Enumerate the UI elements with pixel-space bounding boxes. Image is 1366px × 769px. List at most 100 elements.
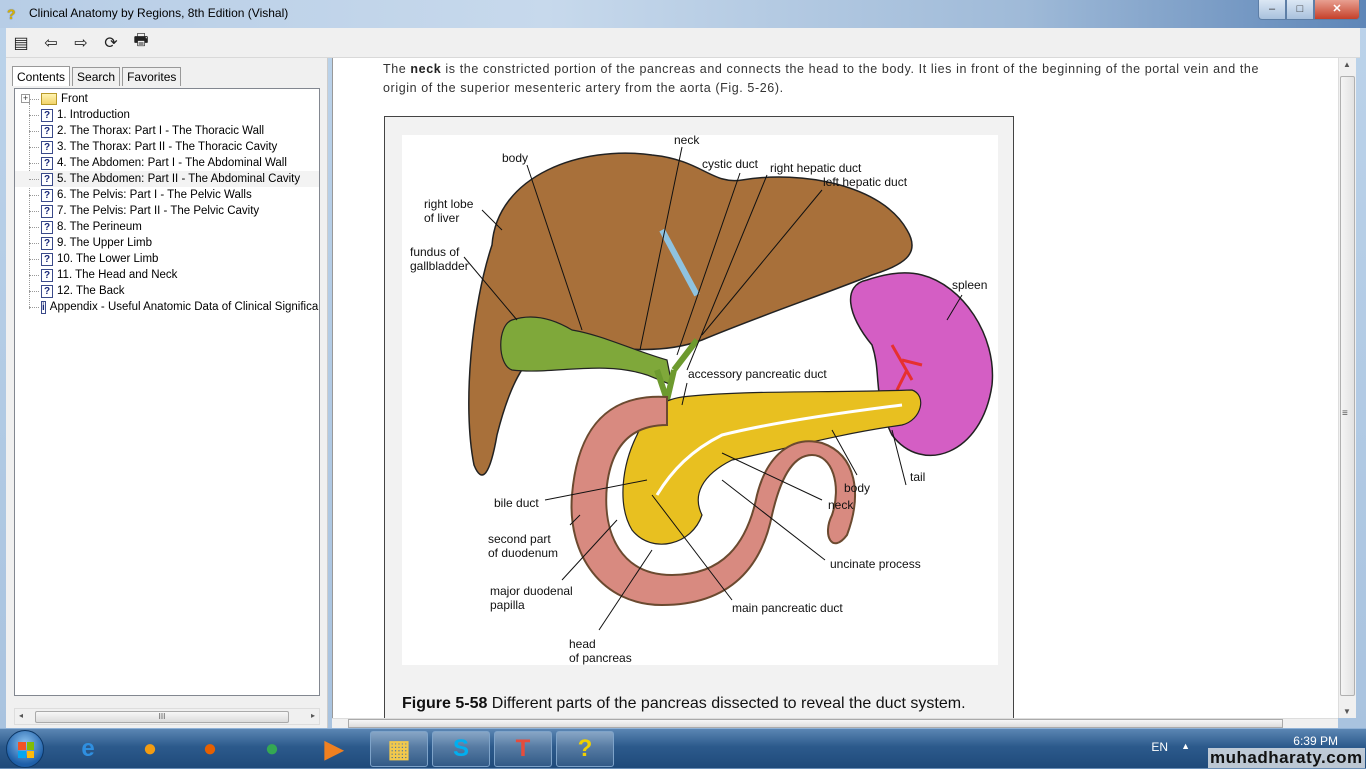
pancreas-anatomy-illustration: neck body cystic duct right hepatic duct… xyxy=(402,133,998,665)
taskbar-file-explorer[interactable]: ▦ xyxy=(370,731,428,767)
refresh-icon: ⟳ xyxy=(104,34,118,52)
scrollbar-thumb[interactable]: III xyxy=(35,711,289,723)
help-page-icon: ? xyxy=(41,108,53,122)
leader-lines xyxy=(463,146,963,631)
figure-number: Figure 5-58 xyxy=(402,695,488,712)
label-head-of-pancreas: head of pancreas xyxy=(569,637,632,665)
windows-media-player-icon: ▶ xyxy=(324,735,344,763)
toolbar: ▤ ⇦ ⇨ ⟳ 🖶 xyxy=(6,28,1360,58)
minimize-button[interactable]: – xyxy=(1258,0,1286,20)
tree-item-label: 10. The Lower Limb xyxy=(57,253,159,265)
help-viewer-window: ? Clinical Anatomy by Regions, 8th Editi… xyxy=(0,0,1366,728)
tree-item[interactable]: ? 12. The Back xyxy=(15,283,319,299)
scroll-left-arrow-icon[interactable]: ◂ xyxy=(19,711,24,720)
taskbar-html-help[interactable]: ? xyxy=(556,731,614,767)
horizontal-scroll-thumb[interactable] xyxy=(348,719,1283,728)
tree-item[interactable]: ?1. Introduction xyxy=(15,107,319,123)
contents-tree: + Front ?1. Introduction?2. The Thorax: Pa… xyxy=(14,88,320,696)
refresh-button[interactable]: ⟳ xyxy=(100,32,122,54)
tree-connector xyxy=(29,291,39,292)
tree-item[interactable]: ?11. The Head and Neck xyxy=(15,267,319,283)
tab-favorites[interactable]: Favorites xyxy=(122,67,182,86)
tree-horizontal-scrollbar[interactable]: ◂ III ▸ xyxy=(14,708,320,725)
expand-icon[interactable]: + xyxy=(21,93,30,103)
tree-connector xyxy=(29,103,30,309)
scroll-right-arrow-icon[interactable]: ▸ xyxy=(310,711,315,720)
show-hidden-icons-button[interactable]: ▲ xyxy=(1181,741,1190,751)
back-button[interactable]: ⇦ xyxy=(40,32,62,54)
taskbar-skype[interactable]: S xyxy=(432,731,490,767)
tree-item[interactable]: ?5. The Abdomen: Part II - The Abdominal… xyxy=(15,171,319,187)
taskbar-chrome[interactable]: ● xyxy=(252,731,292,767)
clock[interactable]: 6:39 PM xyxy=(1293,734,1338,748)
figure-caption: Figure 5-58 Different parts of the pancr… xyxy=(402,695,966,712)
label-left-hepatic-duct: left hepatic duct xyxy=(823,175,908,189)
tab-contents[interactable]: Contents xyxy=(12,66,71,86)
help-page-icon: ? xyxy=(41,124,53,138)
tree-item[interactable]: ?8. The Perineum xyxy=(15,219,319,235)
label-fundus: fundus of gallbladder xyxy=(410,245,469,273)
taskbar-windows-media-player[interactable]: ▶ xyxy=(314,731,354,767)
label-major-duodenal-papilla: major duodenal papilla xyxy=(490,584,573,612)
content-vertical-scrollbar[interactable]: ▲ ≡ ▼ xyxy=(1338,58,1356,718)
taskbar-t-app[interactable]: T xyxy=(494,731,552,767)
hide-tabs-button[interactable]: ▤ xyxy=(10,32,32,54)
tab-search[interactable]: Search xyxy=(72,67,121,86)
taskbar-firefox[interactable]: ● xyxy=(190,731,230,767)
forward-button[interactable]: ⇨ xyxy=(70,32,92,54)
vertical-scroll-thumb[interactable] xyxy=(1340,76,1355,696)
title-bar[interactable]: ? Clinical Anatomy by Regions, 8th Editi… xyxy=(0,0,1366,28)
taskbar-internet-explorer[interactable]: e xyxy=(68,731,108,767)
navigation-pane: Contents Search Favorites + Front ?1. Intr… xyxy=(6,58,328,728)
hide-tabs-icon: ▤ xyxy=(13,34,29,52)
start-button[interactable] xyxy=(6,730,44,768)
tree-item[interactable]: + Front xyxy=(15,91,319,107)
t-app-icon: T xyxy=(515,735,531,762)
help-page-icon: ? xyxy=(41,220,53,234)
label-uncinate-process: uncinate process xyxy=(830,557,921,571)
firefox-icon: ● xyxy=(202,735,218,762)
tree-item[interactable]: ?3. The Thorax: Part II - The Thoracic C… xyxy=(15,139,319,155)
printer-icon: 🖶 xyxy=(133,32,149,49)
tree-item[interactable]: ? 4. The Abdomen: Part I - The Abdominal … xyxy=(15,155,319,171)
topic-content: The neck is the constricted portion of t… xyxy=(332,58,1356,718)
help-page-icon: ? xyxy=(41,252,53,266)
tree-item-label: 12. The Back xyxy=(57,285,125,297)
internet-explorer-icon: e xyxy=(81,735,95,762)
splenic-vessels xyxy=(890,344,923,391)
liver-shape xyxy=(468,152,913,476)
label-neck-bottom: neck xyxy=(828,498,854,512)
back-arrow-icon: ⇦ xyxy=(44,34,58,52)
tree-item[interactable]: ?6. The Pelvis: Part I - The Pelvic Wall… xyxy=(15,187,319,203)
tree-item-label: 3. The Thorax: Part II - The Thoracic Ca… xyxy=(57,141,278,153)
tree-item-label: 9. The Upper Limb xyxy=(57,237,153,249)
chrome-icon: ● xyxy=(264,735,280,762)
maximize-button[interactable]: □ xyxy=(1286,0,1314,20)
tree-item-label: 4. The Abdomen: Part I - The Abdominal W… xyxy=(57,157,287,169)
scroll-down-arrow-icon[interactable]: ▼ xyxy=(1343,707,1351,716)
label-body-top: body xyxy=(502,151,529,165)
label-tail: tail xyxy=(910,470,926,484)
label-neck-top: neck xyxy=(674,133,700,147)
forward-arrow-icon: ⇨ xyxy=(74,34,88,52)
bold-term: neck xyxy=(410,62,442,76)
help-page-icon: ? xyxy=(41,204,53,218)
scroll-up-arrow-icon[interactable]: ▲ xyxy=(1343,60,1351,69)
scroll-grip-icon: ≡ xyxy=(1342,408,1348,419)
language-indicator[interactable]: EN xyxy=(1151,740,1168,754)
content-horizontal-scrollbar[interactable] xyxy=(332,718,1338,728)
tree-item[interactable]: ?9. The Upper Limb xyxy=(15,235,319,251)
tree-item-label: Front xyxy=(61,93,88,105)
print-button[interactable]: 🖶 xyxy=(130,32,152,54)
tree-item[interactable]: ?2. The Thorax: Part I - The Thoracic Wa… xyxy=(15,123,319,139)
tree-item-label: 11. The Head and Neck xyxy=(57,269,178,281)
help-page-icon: ? xyxy=(41,284,53,298)
tree-connector xyxy=(29,179,39,180)
help-page-icon: ? xyxy=(41,156,53,170)
tree-connector xyxy=(29,115,39,116)
tree-item[interactable]: ? 10. The Lower Limb xyxy=(15,251,319,267)
taskbar-media-player-classic[interactable]: ● xyxy=(130,731,170,767)
tree-item[interactable]: ?7. The Pelvis: Part II - The Pelvic Cav… xyxy=(15,203,319,219)
close-button[interactable]: ✕ xyxy=(1314,0,1360,20)
